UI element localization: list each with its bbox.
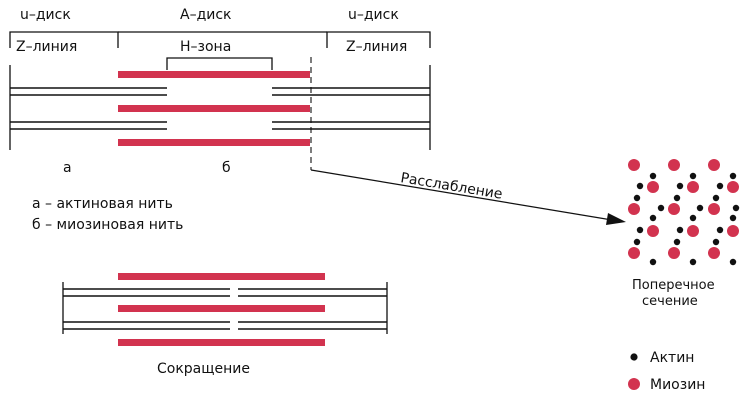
myosin-filament [118, 71, 310, 78]
actin-filament-right [272, 87, 430, 96]
myosin-key-label: Миозин [650, 377, 705, 393]
actin-dot [712, 194, 720, 202]
myosin-dot [708, 159, 720, 171]
actin-dot [729, 172, 737, 180]
u-disk-left-label: u–диск [20, 7, 71, 23]
actin-filament-right [272, 121, 430, 130]
relaxation-arrow: Расслабление [310, 169, 626, 225]
marker-a: а [63, 160, 72, 176]
actin-key-dot [630, 353, 638, 361]
myosin-filament [118, 305, 325, 312]
u-disk-right-bracket [326, 31, 431, 48]
actin-filament-left [10, 121, 167, 130]
actin-dot [636, 226, 644, 234]
actin-dot [689, 258, 697, 266]
myosin-dot [668, 159, 680, 171]
legend-myosin-line: б – миозиновая нить [32, 217, 183, 233]
actin-dot [649, 172, 657, 180]
cross-section-title-line1: Поперечное [632, 278, 715, 293]
actin-dot [729, 258, 737, 266]
actin-filament-left [10, 87, 167, 96]
actin-filament-left [63, 321, 230, 330]
cross-section [628, 159, 740, 266]
myosin-filament [118, 273, 325, 280]
z-line-right-label: Z–линия [346, 39, 407, 55]
actin-dot [649, 214, 657, 222]
actin-key-label: Актин [650, 350, 694, 366]
actin-filament-right [238, 288, 387, 297]
myosin-dot [628, 203, 640, 215]
myosin-dot [708, 203, 720, 215]
actin-dot [732, 204, 740, 212]
myosin-dot [647, 181, 659, 193]
actin-dot [636, 182, 644, 190]
contracted-sarcomere: Сокращение [62, 273, 388, 377]
h-zone-bracket [166, 57, 273, 70]
myosin-dot [668, 247, 680, 259]
actin-dot [673, 238, 681, 246]
actin-dot [676, 182, 684, 190]
actin-dot [729, 214, 737, 222]
myosin-dot [668, 203, 680, 215]
actin-filaments [10, 87, 430, 130]
key: Актин Миозин [628, 350, 705, 393]
u-disk-left-bracket [9, 31, 119, 48]
actin-dot [689, 214, 697, 222]
relaxed-sarcomere: u–диск А–диск u–диск Z–линия Н–зона Z–ли… [9, 7, 431, 233]
arrow-head [606, 213, 626, 225]
actin-dot [716, 226, 724, 234]
actin-dot [633, 194, 641, 202]
z-line-left-label: Z–линия [16, 39, 77, 55]
myosin-key-dot [628, 378, 640, 390]
myosin-filaments [118, 273, 325, 346]
myosin-dot [727, 181, 739, 193]
h-zone-label: Н–зона [180, 39, 231, 55]
actin-dot [696, 204, 704, 212]
actin-dot [689, 172, 697, 180]
myosin-dot [687, 181, 699, 193]
arrow-shaft [310, 169, 613, 221]
myosin-dot [647, 225, 659, 237]
relaxation-label: Расслабление [399, 170, 503, 203]
actin-dot [649, 258, 657, 266]
myosin-dot [708, 247, 720, 259]
actin-filament-right [238, 321, 387, 330]
myosin-filament [118, 339, 325, 346]
legend-actin-line: а – актиновая нить [32, 196, 173, 212]
band-brackets [9, 31, 431, 70]
myosin-filament [118, 105, 310, 112]
actin-dot [716, 182, 724, 190]
myosin-dot [628, 159, 640, 171]
actin-dot [712, 238, 720, 246]
cross-section-title-line2: сечение [642, 294, 698, 309]
actin-dot [673, 194, 681, 202]
a-disk-label: А–диск [180, 7, 232, 23]
myosin-filaments [118, 71, 310, 146]
marker-b: б [222, 160, 231, 176]
myosin-dot [687, 225, 699, 237]
actin-dot [676, 226, 684, 234]
contraction-label: Сокращение [157, 361, 250, 377]
myosin-dot [628, 247, 640, 259]
actin-filament-left [63, 288, 230, 297]
u-disk-right-label: u–диск [348, 7, 399, 23]
myosin-filament [118, 139, 310, 146]
myosin-dot [727, 225, 739, 237]
actin-dot [633, 238, 641, 246]
actin-filaments [63, 288, 387, 330]
actin-dot [657, 204, 665, 212]
